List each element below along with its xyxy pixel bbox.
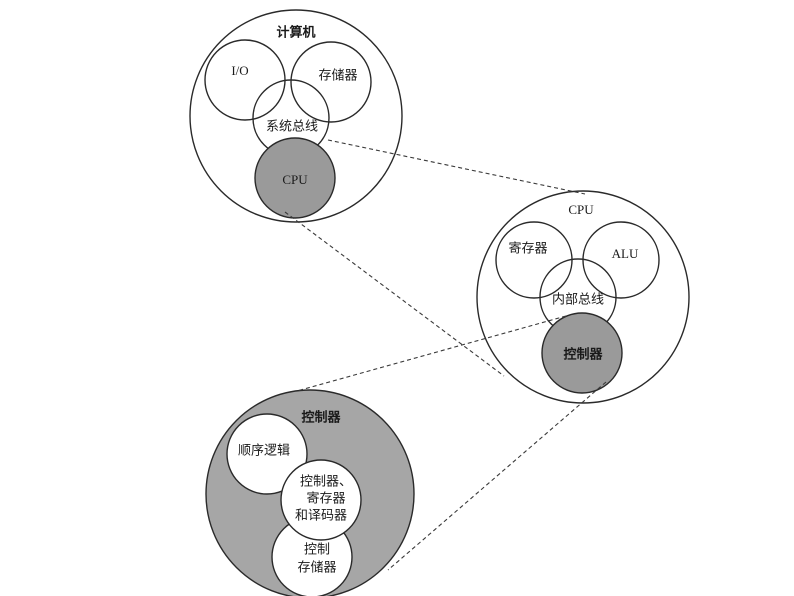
sequential-logic-label: 顺序逻辑 xyxy=(238,444,290,459)
control-memory-label-1: 控制 xyxy=(304,543,330,558)
internal-bus-label: 内部总线 xyxy=(552,292,604,308)
decoder-label-3: 和译码器 xyxy=(295,509,347,524)
connector-cpu-top xyxy=(327,139,586,195)
cpu-circle xyxy=(254,137,336,219)
controller-detail-title: 控制器 xyxy=(301,410,341,426)
control-memory-label-2: 存储器 xyxy=(297,561,336,576)
decoder-label-2: 寄存器 xyxy=(306,491,345,507)
sequential-logic-circle xyxy=(226,413,308,495)
cpu-detail-group: CPU 寄存器 ALU 控制器 内部总线 xyxy=(476,190,690,404)
registers-circle xyxy=(495,221,573,299)
decoder-circle xyxy=(280,459,362,541)
decoder-label-1: 控制器、 xyxy=(300,475,352,490)
cpu-label: CPU xyxy=(282,172,308,187)
controller-label: 控制器 xyxy=(563,347,603,363)
controller-circle xyxy=(541,312,623,394)
registers-label: 寄存器 xyxy=(508,241,547,257)
io-label: I/O xyxy=(231,63,248,78)
connector-controller-top xyxy=(296,315,567,392)
connector-controller-bottom xyxy=(387,381,607,571)
system-bus-label: 系统总线 xyxy=(266,120,318,135)
memory-circle xyxy=(290,41,372,123)
io-circle xyxy=(204,39,286,121)
connector-cpu-bottom xyxy=(284,211,505,377)
computer-circle xyxy=(189,9,403,223)
alu-label: ALU xyxy=(612,246,639,261)
cpu-detail-title: CPU xyxy=(568,202,594,217)
connector-lines xyxy=(284,139,607,571)
computer-group: 计算机 I/O 存储器 CPU 系统总线 xyxy=(189,9,403,223)
controller-detail-group: 控制器 顺序逻辑 控制 存储器 控制器、 寄存器 和译码器 xyxy=(205,389,415,596)
cpu-detail-circle xyxy=(476,190,690,404)
computer-title: 计算机 xyxy=(276,25,315,41)
memory-label: 存储器 xyxy=(318,69,357,84)
